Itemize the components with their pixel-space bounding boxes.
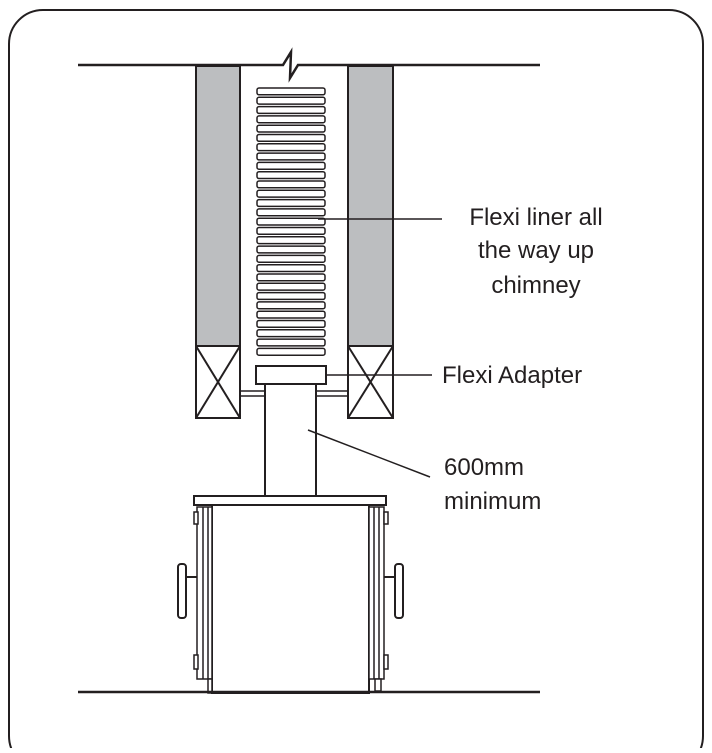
chimney-wall-right	[347, 65, 394, 419]
label-flexi-liner-line3: chimney	[491, 272, 580, 299]
label-600mm-line2: minimum	[444, 488, 541, 515]
stove-side-right	[368, 506, 389, 692]
flexi-liner-ring	[256, 310, 326, 319]
stove	[177, 495, 404, 694]
label-flexi-adapter: Flexi Adapter	[442, 362, 582, 389]
flexi-liner-ring	[256, 180, 326, 189]
flexi-liner-ring	[256, 282, 326, 291]
flexi-liner-ring	[256, 301, 326, 310]
flexi-liner-ring	[256, 329, 326, 338]
flexi-liner-ring	[256, 263, 326, 273]
flexi-liner-ring	[256, 338, 326, 347]
flexi-liner-ring	[256, 254, 326, 263]
flexi-liner-ring	[256, 124, 326, 133]
flexi-liner-ring	[256, 236, 326, 245]
flexi-liner-ring	[256, 87, 326, 96]
flexi-liner-ring	[256, 347, 326, 356]
flexi-liner-ring	[256, 217, 326, 226]
flexi-liner-ring	[256, 170, 326, 180]
label-flexi-liner-line2: the way up	[478, 237, 594, 264]
flexi-liner-ring	[256, 226, 326, 236]
flexi-liner-ring	[256, 273, 326, 282]
flexi-liner-ring	[256, 143, 326, 152]
flexi-liner-ring	[256, 152, 326, 161]
flexi-liner-ring	[256, 208, 326, 217]
flexi-liner-ring	[256, 115, 326, 124]
chimney-wall-left	[195, 65, 241, 419]
stove-top-plate	[193, 495, 387, 506]
flexi-liner-ring	[256, 198, 326, 208]
stove-handle-right	[384, 563, 404, 619]
flexi-liner-ring	[256, 189, 326, 198]
label-600mm-line1: 600mm	[444, 454, 524, 481]
flexi-liner-ring	[256, 133, 326, 143]
flexi-liner-ring	[256, 96, 326, 105]
leader-600mm	[307, 429, 431, 478]
flue-pipe	[264, 383, 317, 499]
stove-side-left	[193, 506, 213, 694]
flexi-liner-ring	[256, 291, 326, 301]
flexi-liner-ring	[256, 245, 326, 254]
label-flexi-liner-line1: Flexi liner all	[469, 204, 602, 231]
stove-body	[211, 504, 370, 694]
flexi-liner-ring	[256, 319, 326, 329]
stove-handle-left	[177, 563, 197, 619]
flexi-liner-ring	[256, 105, 326, 115]
flexi-liner-ring	[256, 161, 326, 170]
flexi-adapter	[255, 365, 327, 385]
register-plate	[240, 390, 348, 397]
flexi-liner	[256, 87, 326, 356]
ceiling-line	[78, 47, 540, 83]
